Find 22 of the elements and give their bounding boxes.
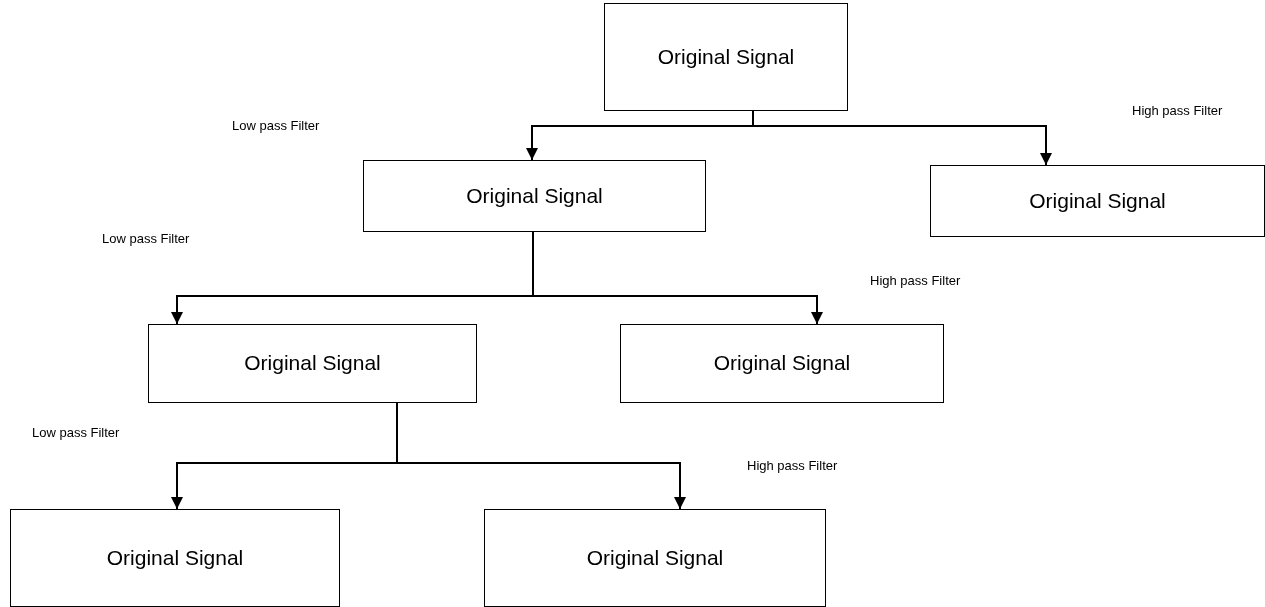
filter-label: High pass Filter: [747, 458, 838, 473]
box-label: Original Signal: [243, 351, 382, 376]
arrow: [752, 110, 1052, 166]
box-label: Original Signal: [712, 351, 852, 376]
box-label: Original Signal: [585, 545, 725, 571]
signal-box: [363, 160, 706, 232]
box-label: Original Signal: [1028, 188, 1167, 214]
filter-label: Low pass Filter: [32, 425, 120, 440]
filter-label: High pass Filter: [870, 273, 961, 288]
signal-box: [620, 324, 944, 403]
box-label: Original Signal: [105, 545, 245, 571]
signal-box: [484, 509, 826, 607]
arrow: [532, 231, 823, 325]
signal-box: [604, 3, 848, 111]
filter-label: Low pass Filter: [102, 231, 190, 246]
filter-label: High pass Filter: [1132, 103, 1223, 118]
filter-label: Low pass Filter: [232, 118, 320, 133]
signal-box: [930, 165, 1265, 237]
box-label: Original Signal: [656, 44, 796, 70]
signal-box: [10, 509, 340, 607]
signal-box: [148, 324, 477, 403]
box-label: Original Signal: [465, 183, 604, 209]
